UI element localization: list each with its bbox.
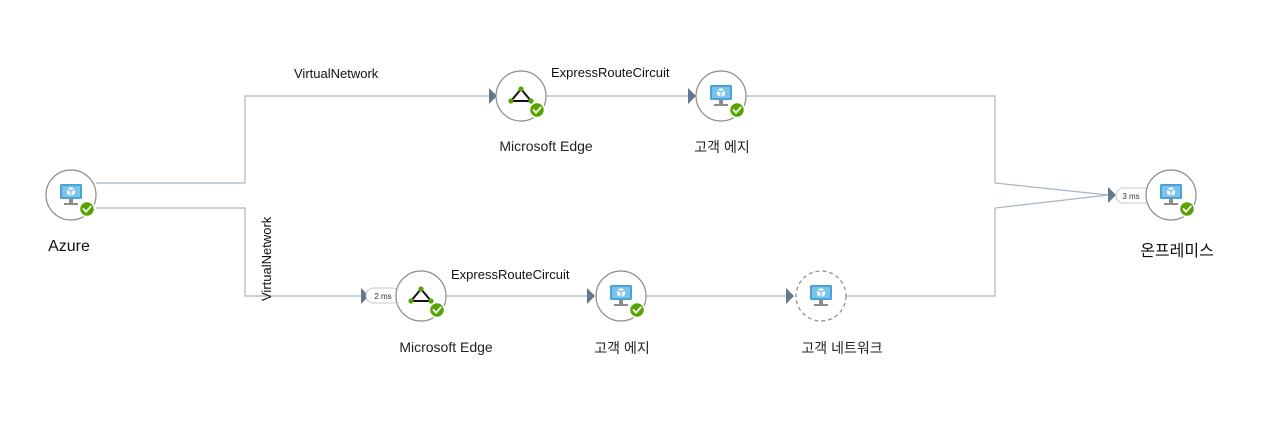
latency-text-bottom: 2 ms xyxy=(374,292,391,301)
node-label-azure: Azure xyxy=(48,238,90,255)
node-label-onprem: 온프레미스 xyxy=(1140,243,1214,260)
arrow-top-ms-edge xyxy=(489,88,497,104)
success-check-icon xyxy=(78,200,96,218)
latency-pill-onprem: 3 ms xyxy=(1115,187,1155,204)
latency-text-onprem: 3 ms xyxy=(1122,192,1139,201)
node-azure[interactable] xyxy=(45,169,97,221)
arrow-bottom-cust-edge xyxy=(587,288,595,304)
node-label-top-cust-edge: 고객 에지 xyxy=(694,139,750,155)
edge-label-bottom-expressroute: ExpressRouteCircuit xyxy=(451,267,570,282)
node-label-top-ms-edge: Microsoft Edge xyxy=(499,138,593,154)
edge-azure-top-route xyxy=(96,95,490,184)
node-cust-network[interactable] xyxy=(795,270,847,322)
arrow-cust-network xyxy=(786,288,794,304)
success-check-icon xyxy=(628,301,646,319)
node-bottom-ms-edge[interactable] xyxy=(395,270,447,322)
node-onprem[interactable] xyxy=(1145,169,1197,221)
arrowheads xyxy=(361,88,1116,304)
edge-label-top-virtualnetwork: VirtualNetwork xyxy=(294,66,379,81)
node-label-bottom-ms-edge: Microsoft Edge xyxy=(399,339,493,355)
edge-network-to-onprem xyxy=(846,194,1109,297)
arrow-bottom-ms-edge xyxy=(361,288,369,304)
success-check-icon xyxy=(528,101,546,119)
connector-lines xyxy=(96,95,1109,297)
success-check-icon xyxy=(1178,200,1196,218)
success-check-icon xyxy=(428,301,446,319)
edge-azure-bottom-route xyxy=(96,207,362,297)
node-top-ms-edge[interactable] xyxy=(495,70,547,122)
node-label-bottom-cust-edge: 고객 에지 xyxy=(594,340,650,356)
edge-label-top-expressroute: ExpressRouteCircuit xyxy=(551,65,670,80)
edge-label-bottom-virtualnetwork: VirtualNetwork xyxy=(259,216,274,301)
latency-pill-bottom: 2 ms xyxy=(365,287,401,304)
node-label-cust-network: 고객 네트워크 xyxy=(801,340,883,356)
success-check-icon xyxy=(728,101,746,119)
node-top-cust-edge[interactable] xyxy=(695,70,747,122)
node-bottom-cust-edge[interactable] xyxy=(595,270,647,322)
edge-top-cust-to-onprem xyxy=(746,95,1109,196)
arrow-onprem xyxy=(1108,187,1116,203)
arrow-top-cust-edge xyxy=(688,88,696,104)
